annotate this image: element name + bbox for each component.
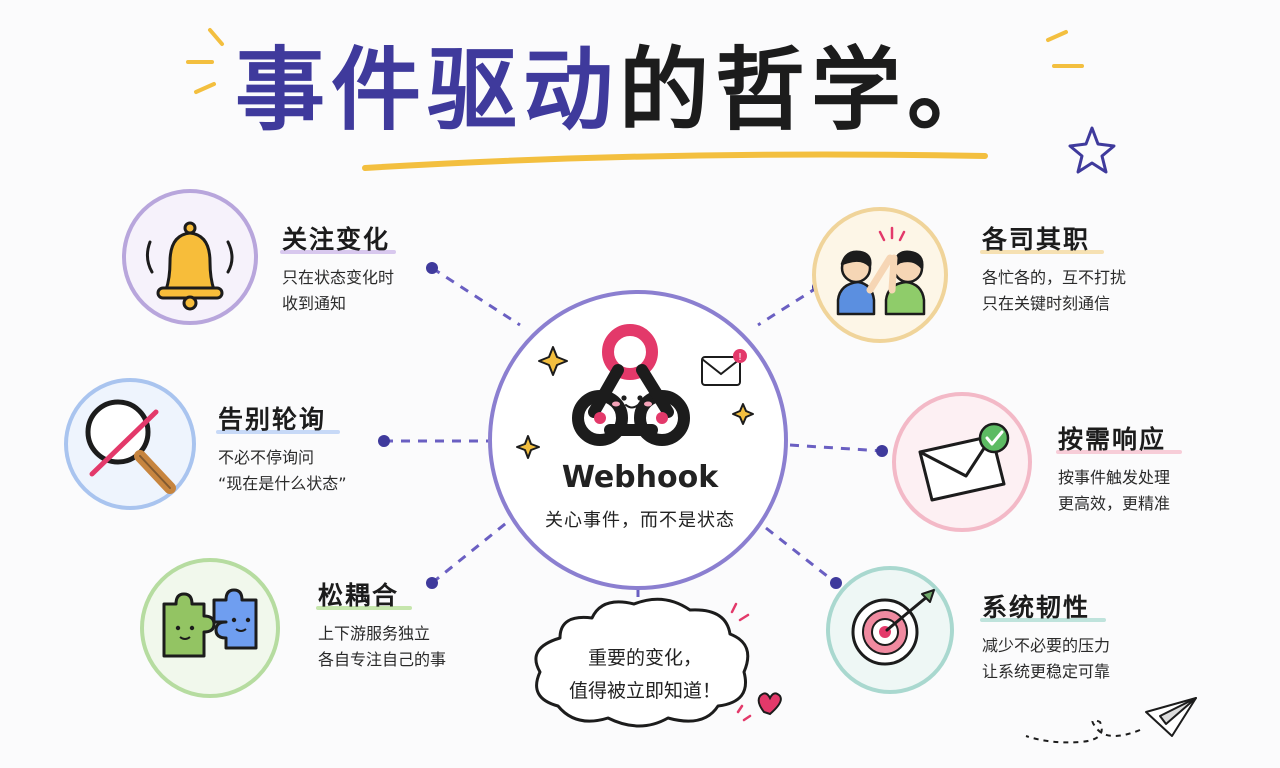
center-subtitle: 关心事件，而不是状态 bbox=[545, 510, 735, 531]
paper-plane-icon bbox=[1025, 697, 1197, 744]
target-arrow-icon bbox=[851, 589, 935, 666]
node-title: 系统韧性 bbox=[982, 593, 1091, 622]
mail-notification-icon: ! bbox=[701, 349, 747, 386]
node-no-polling: 告别轮询 不必不停询问 “现在是什么状态” bbox=[218, 400, 347, 497]
cloud-accent-lines bbox=[730, 602, 752, 722]
node-description: 上下游服务独立 各自专注自己的事 bbox=[318, 624, 447, 669]
node-description: 按事件触发处理 更高效，更精准 bbox=[1058, 468, 1171, 513]
magnifier-crossed-icon bbox=[85, 399, 176, 494]
node-title: 关注变化 bbox=[282, 225, 391, 254]
title-part-plain: 的哲学。 bbox=[619, 38, 1003, 143]
thought-cloud bbox=[534, 597, 750, 728]
node-title: 告别轮询 bbox=[218, 405, 327, 434]
heart-icon bbox=[757, 692, 782, 716]
title-part-highlight: 事件驱动 bbox=[235, 38, 619, 143]
sparkle-icons bbox=[516, 346, 754, 459]
node-description: 不必不停询问 “现在是什么状态” bbox=[218, 448, 347, 493]
title-underline bbox=[362, 151, 988, 171]
page-title: 事件驱动的哲学。 bbox=[235, 36, 1055, 146]
cloud-message: 重要的变化， 值得被立即知道！ bbox=[568, 647, 721, 702]
node-title: 按需响应 bbox=[1058, 425, 1167, 454]
node-title: 各司其职 bbox=[982, 225, 1091, 254]
node-focus-change: 关注变化 只在状态变化时 收到通知 bbox=[282, 220, 394, 317]
webhook-logo-icon bbox=[572, 324, 690, 446]
title-sparkle-lines bbox=[186, 28, 1084, 94]
node-title: 松耦合 bbox=[318, 581, 400, 610]
center-label: Webhook bbox=[561, 460, 719, 495]
bell-icon bbox=[145, 221, 234, 311]
high-five-people-icon bbox=[836, 226, 926, 316]
node-on-demand-response: 按需响应 按事件触发处理 更高效，更精准 bbox=[1058, 420, 1170, 517]
node-system-resilience: 系统韧性 减少不必要的压力 让系统更稳定可靠 bbox=[982, 588, 1110, 685]
svg-text:!: ! bbox=[738, 352, 742, 363]
node-description: 只在状态变化时 收到通知 bbox=[282, 268, 395, 313]
node-separation-of-duties: 各司其职 各忙各的，互不打扰 只在关键时刻通信 bbox=[982, 220, 1126, 317]
connectors bbox=[384, 266, 883, 626]
envelope-check-icon bbox=[918, 422, 1010, 502]
star-icon bbox=[1068, 126, 1116, 174]
node-description: 各忙各的，互不打扰 只在关键时刻通信 bbox=[982, 268, 1127, 313]
puzzle-pieces-icon bbox=[162, 588, 258, 658]
node-title-underlines bbox=[216, 250, 1182, 622]
node-loose-coupling: 松耦合 上下游服务独立 各自专注自己的事 bbox=[318, 576, 446, 673]
node-description: 减少不必要的压力 让系统更稳定可靠 bbox=[982, 636, 1111, 681]
